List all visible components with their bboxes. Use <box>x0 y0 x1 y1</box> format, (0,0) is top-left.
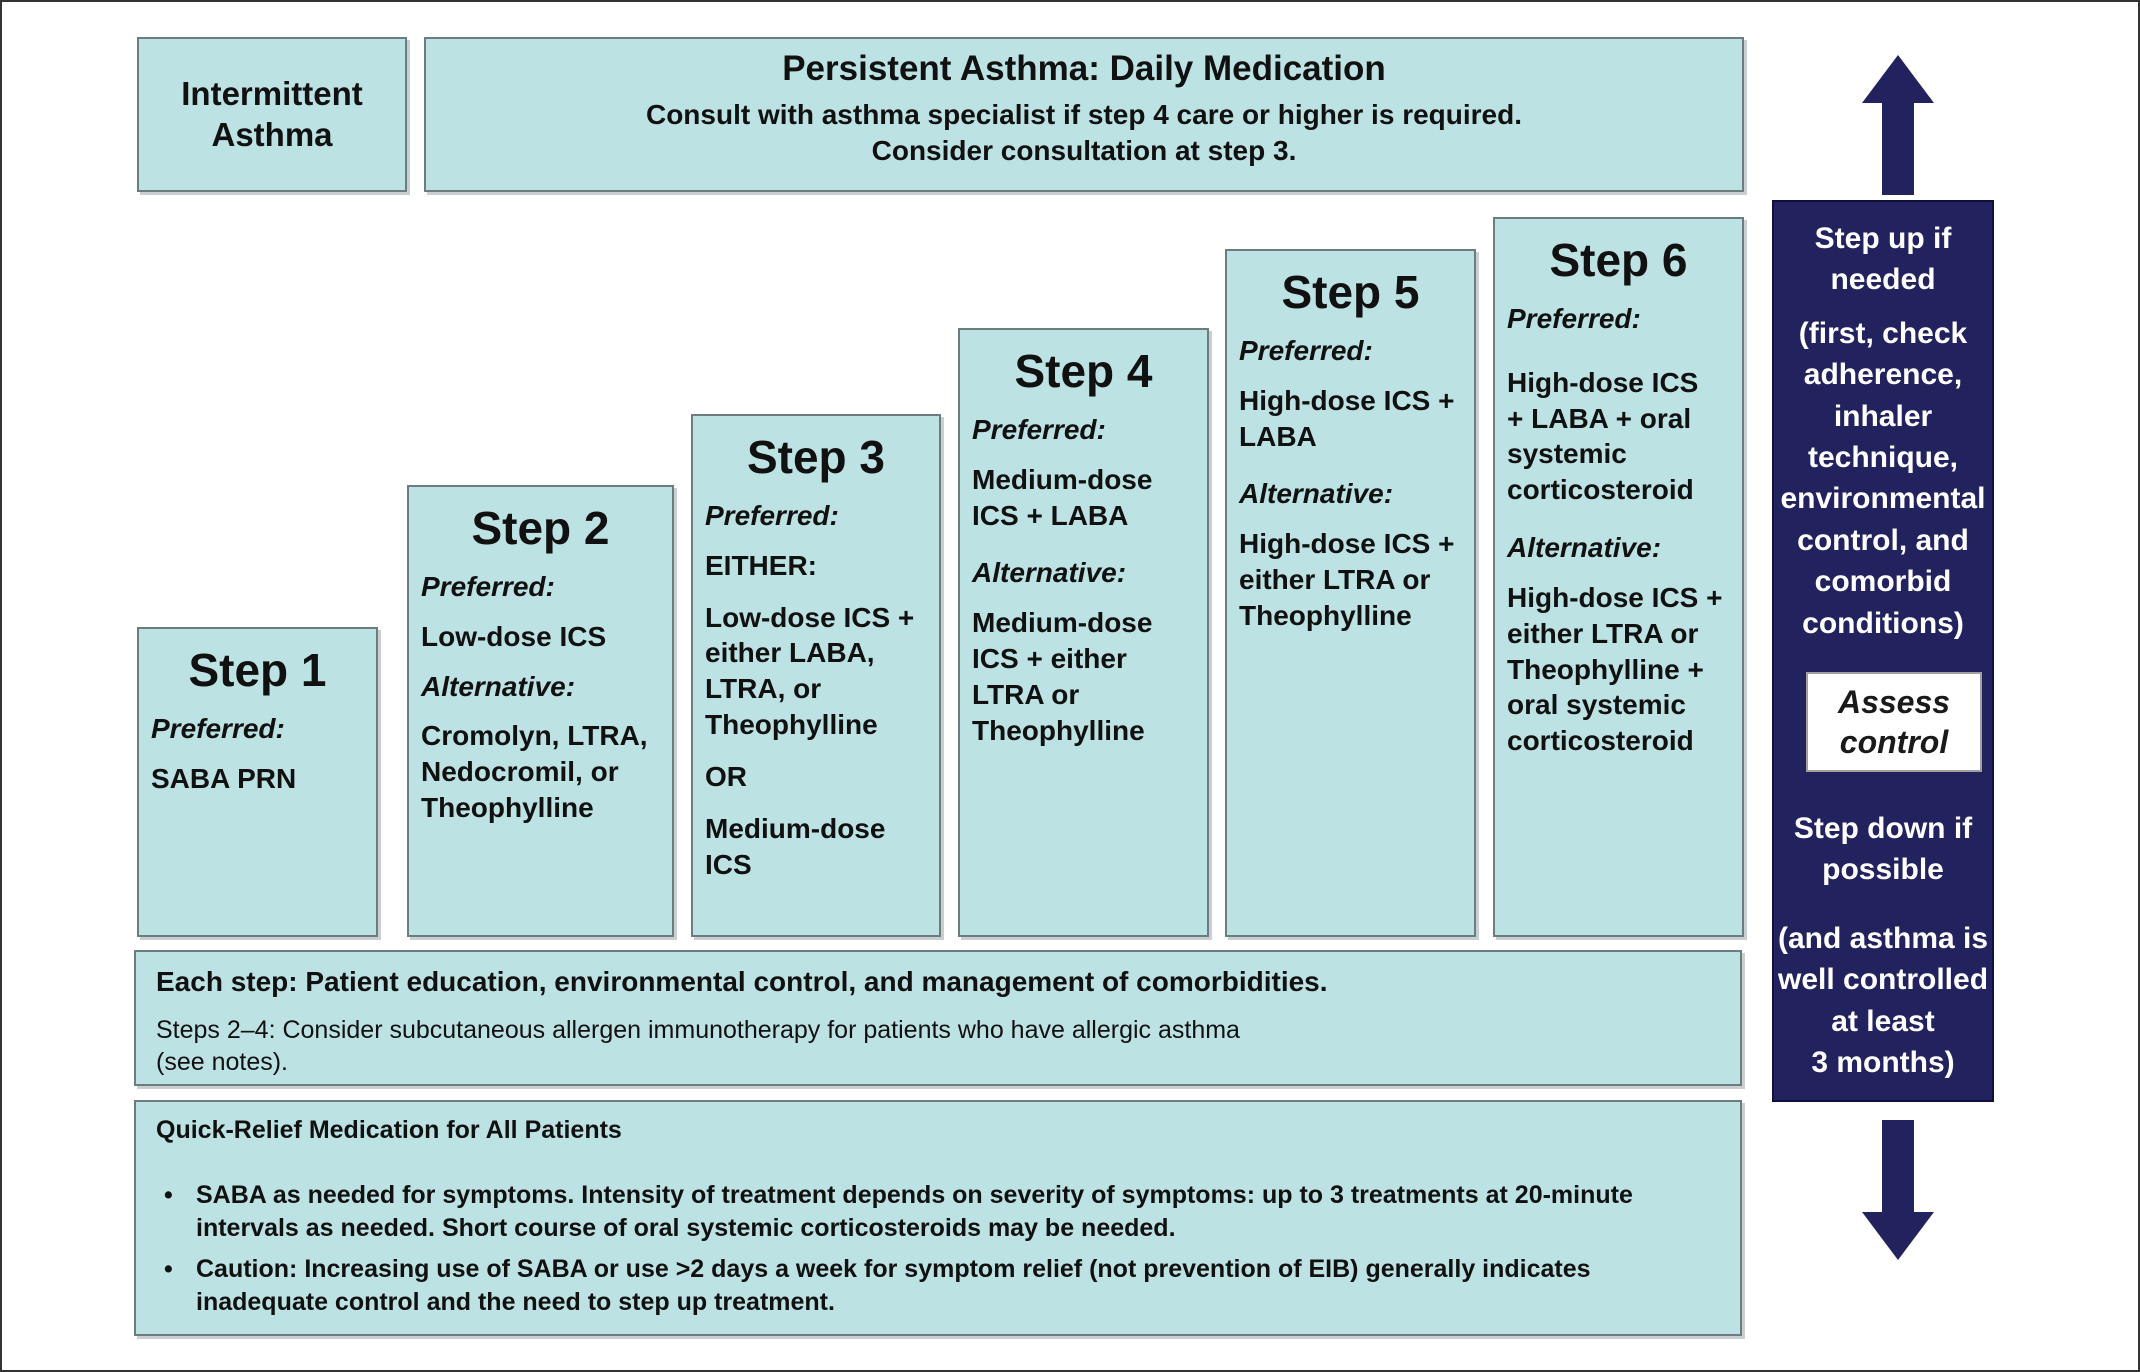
persistent-asthma-subtitle-2: Consider consultation at step 3. <box>871 135 1297 166</box>
bullet-icon: • <box>164 1255 173 1283</box>
quick-relief-item-text: SABA as needed for symptoms. Intensity o… <box>196 1181 1633 1242</box>
quick-relief-list: • SABA as needed for symptoms. Intensity… <box>156 1179 1720 1319</box>
step-6-alternative-text: High-dose ICS + either LTRA or Theophyll… <box>1507 581 1723 757</box>
step-control-panel: Step up if needed (first, check adherenc… <box>1772 200 1994 1102</box>
step-5-preferred-label: Preferred: <box>1239 335 1373 366</box>
quick-relief-item-text: Caution: Increasing use of SABA or use >… <box>196 1255 1591 1316</box>
step-3-option-1-text: Low-dose ICS + either LABA, LTRA, or The… <box>705 601 915 741</box>
persistent-asthma-box: Persistent Asthma: Daily Medication Cons… <box>424 37 1744 192</box>
step-4-alternative-text: Medium-dose ICS + either LTRA or Theophy… <box>972 607 1153 746</box>
step-3-or-text: OR <box>705 760 747 792</box>
intermittent-asthma-label: Intermittent Asthma <box>181 75 363 153</box>
step-4-preferred-text: Medium-dose ICS + LABA <box>972 463 1153 531</box>
step-2-alternative-label: Alternative: <box>421 670 576 702</box>
quick-relief-item: • Caution: Increasing use of SABA or use… <box>156 1253 1720 1319</box>
step-3-box: Step 3 Preferred: EITHER: Low-dose ICS +… <box>691 414 941 937</box>
step-6-alternative-label: Alternative: <box>1507 532 1662 564</box>
step-1-preferred-text: SABA PRN <box>151 762 297 794</box>
step-1-preferred-label: Preferred: <box>151 713 285 744</box>
step-4-preferred-label: Preferred: <box>972 414 1106 445</box>
quick-relief-item: • SABA as needed for symptoms. Intensity… <box>156 1179 1720 1245</box>
step-2-preferred-label: Preferred: <box>421 571 555 602</box>
step-down-note: (and asthma is well controlled at least … <box>1777 922 1989 1080</box>
step-6-title: Step 6 <box>1549 234 1688 286</box>
quick-relief-title: Quick-Relief Medication for All Patients <box>156 1116 622 1144</box>
step-5-alternative-text: High-dose ICS + either LTRA or Theophyll… <box>1239 528 1455 631</box>
step-3-either-text: EITHER: <box>705 549 817 581</box>
step-5-alternative-label: Alternative: <box>1239 478 1394 510</box>
step-5-preferred-text: High-dose ICS + LABA <box>1239 384 1455 452</box>
step-4-title: Step 4 <box>1014 345 1153 397</box>
assess-control-box: Assess control <box>1806 672 1982 772</box>
step-1-box: Step 1 Preferred: SABA PRN <box>137 627 378 937</box>
step-2-alternative-text: Cromolyn, LTRA, Nedocromil, or Theophyll… <box>421 720 648 824</box>
step-3-preferred-label: Preferred: <box>705 500 839 531</box>
immunotherapy-note: Steps 2–4: Consider subcutaneous allerge… <box>156 1016 1240 1076</box>
step-up-label: Step up if needed <box>1814 222 1952 297</box>
arrow-up-icon <box>1862 55 1934 195</box>
step-5-title: Step 5 <box>1281 266 1420 318</box>
step-2-title: Step 2 <box>471 502 610 554</box>
quick-relief-box: Quick-Relief Medication for All Patients… <box>134 1100 1742 1336</box>
step-6-box: Step 6 Preferred: High-dose ICS + LABA +… <box>1493 217 1744 937</box>
persistent-asthma-subtitle-1: Consult with asthma specialist if step 4… <box>645 99 1522 130</box>
step-up-note: (first, check adherence, inhaler techniq… <box>1780 316 1986 640</box>
step-4-alternative-label: Alternative: <box>972 557 1127 589</box>
each-step-box: Each step: Patient education, environmen… <box>134 950 1742 1086</box>
assess-control-label: Assess control <box>1837 684 1951 760</box>
step-6-preferred-label: Preferred: <box>1507 303 1641 334</box>
step-2-preferred-text: Low-dose ICS <box>421 620 607 652</box>
bullet-icon: • <box>164 1181 173 1209</box>
persistent-asthma-title: Persistent Asthma: Daily Medication <box>782 49 1386 88</box>
step-4-box: Step 4 Preferred: Medium-dose ICS + LABA… <box>958 328 1209 937</box>
step-6-preferred-text: High-dose ICS + LABA + oral systemic cor… <box>1507 366 1699 506</box>
step-2-box: Step 2 Preferred: Low-dose ICS Alternati… <box>407 485 674 937</box>
step-1-title: Step 1 <box>188 644 327 696</box>
step-3-title: Step 3 <box>746 431 886 483</box>
step-down-label: Step down if possible <box>1793 812 1973 887</box>
step-3-option-2-text: Medium-dose ICS <box>705 812 886 880</box>
step-5-box: Step 5 Preferred: High-dose ICS + LABA A… <box>1225 249 1476 937</box>
intermittent-asthma-box: Intermittent Asthma <box>137 37 407 192</box>
each-step-text: Each step: Patient education, environmen… <box>156 966 1328 997</box>
arrow-down-icon <box>1862 1120 1934 1260</box>
